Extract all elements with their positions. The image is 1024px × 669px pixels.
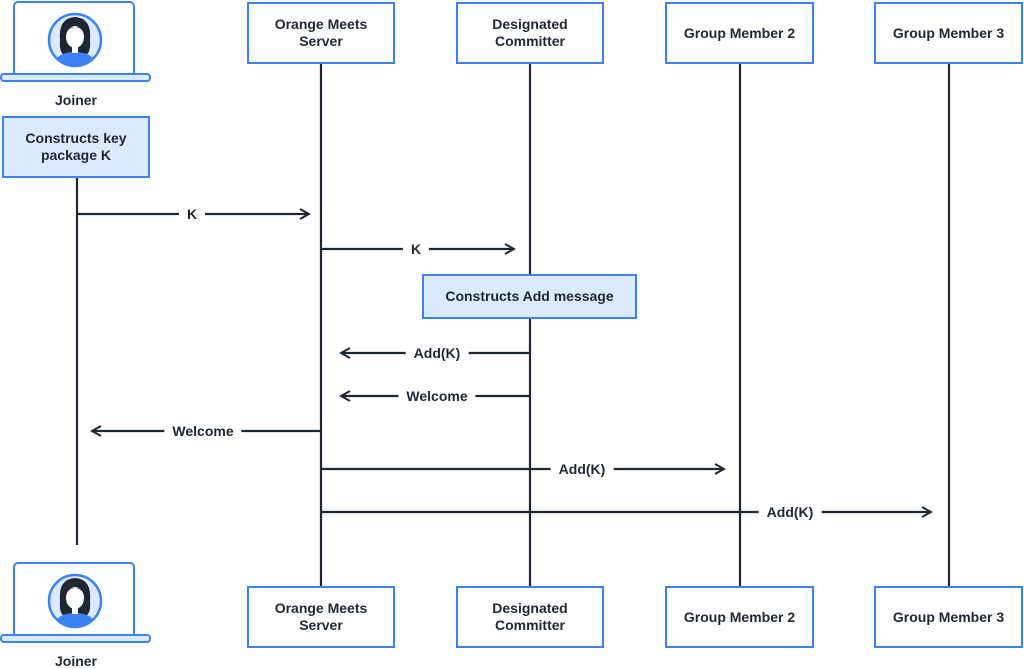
joiner-avatar-bottom <box>0 562 151 643</box>
message-label-add-3: Add(K) <box>758 504 822 520</box>
message-label-add-1: Add(K) <box>405 345 469 361</box>
message-label-k-1: K <box>178 206 206 222</box>
message-label-welcome-1: Welcome <box>398 388 476 404</box>
participant-committer-bottom: Designated Committer <box>456 586 604 648</box>
participant-member2-top: Group Member 2 <box>665 2 814 64</box>
participant-member3-top: Group Member 3 <box>874 2 1023 64</box>
message-label-k-2: K <box>402 241 430 257</box>
participant-member3-bottom: Group Member 3 <box>874 586 1023 648</box>
participant-member2-bottom: Group Member 2 <box>665 586 814 648</box>
participant-server-top: Orange Meets Server <box>247 2 395 64</box>
note-constructs-key-package: Constructs key package K <box>2 116 150 178</box>
participant-committer-top: Designated Committer <box>456 2 604 64</box>
participant-joiner-top: Joiner <box>54 92 97 108</box>
joiner-avatar-top <box>0 1 151 82</box>
message-label-welcome-2: Welcome <box>164 423 242 439</box>
participant-joiner-bottom: Joiner <box>54 653 97 669</box>
message-label-add-2: Add(K) <box>550 461 614 477</box>
note-constructs-add-message: Constructs Add message <box>422 274 637 319</box>
participant-server-bottom: Orange Meets Server <box>247 586 395 648</box>
